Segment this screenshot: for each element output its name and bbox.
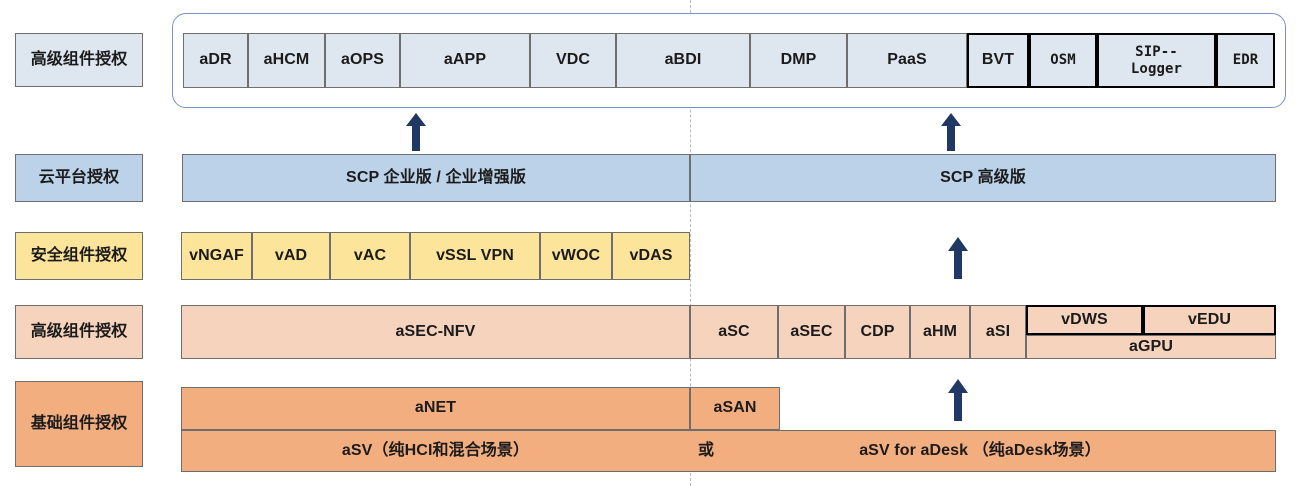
cell-vdws[interactable]: vDWS xyxy=(1026,305,1143,335)
cell-vdas[interactable]: vDAS xyxy=(612,232,690,280)
cell-asv-hci-label: aSV（纯HCI和混合场景） xyxy=(341,441,530,459)
cell-vdc[interactable]: VDC xyxy=(530,33,616,88)
cell-vac[interactable]: vAC xyxy=(330,232,410,280)
cell-asc[interactable]: aSC xyxy=(690,305,778,359)
cell-bvt[interactable]: BVT xyxy=(967,33,1029,88)
row-label-security: 安全组件授权 xyxy=(15,232,143,280)
cell-osm[interactable]: OSM xyxy=(1029,33,1097,88)
cell-asan[interactable]: aSAN xyxy=(690,387,780,430)
cell-cdp[interactable]: CDP xyxy=(845,305,910,359)
cell-asi[interactable]: aSI xyxy=(970,305,1026,359)
cell-anet[interactable]: aNET xyxy=(181,387,690,430)
cell-scp-advanced[interactable]: SCP 高级版 xyxy=(690,154,1276,202)
cell-adr[interactable]: aDR xyxy=(183,33,248,88)
cell-abdi[interactable]: aBDI xyxy=(616,33,750,88)
arrow-up-cloud-to-advanced-right xyxy=(941,113,961,151)
cell-asv-adesk-label: aSV for aDesk （纯aDesk场景） xyxy=(859,441,1101,459)
cell-sip-logger-line1: SIP-- xyxy=(1135,44,1178,61)
cell-edr[interactable]: EDR xyxy=(1216,33,1275,88)
row-label-advanced-top: 高级组件授权 xyxy=(15,33,143,87)
cell-dmp[interactable]: DMP xyxy=(750,33,847,88)
cell-vad[interactable]: vAD xyxy=(252,232,330,280)
row-label-base: 基础组件授权 xyxy=(15,381,143,467)
cell-aops[interactable]: aOPS xyxy=(325,33,400,88)
cell-asec-nfv[interactable]: aSEC-NFV xyxy=(181,305,690,359)
cell-agpu[interactable]: aGPU xyxy=(1026,335,1276,359)
cell-paas[interactable]: PaaS xyxy=(847,33,967,88)
row-label-cloud: 云平台授权 xyxy=(15,154,143,202)
row-label-advanced-bottom: 高级组件授权 xyxy=(15,305,143,359)
cell-vwoc[interactable]: vWOC xyxy=(540,232,612,280)
cell-ahcm[interactable]: aHCM xyxy=(248,33,325,88)
cell-scp-enterprise[interactable]: SCP 企业版 / 企业增强版 xyxy=(182,154,690,202)
cell-asec[interactable]: aSEC xyxy=(778,305,845,359)
arrow-up-base-to-advanced-bottom xyxy=(948,379,968,421)
cell-asv-hci[interactable] xyxy=(181,430,1276,472)
arrow-up-cloud-to-advanced-left xyxy=(406,113,426,151)
vertical-dashed-guide xyxy=(690,0,691,486)
cell-vssl-vpn[interactable]: vSSL VPN xyxy=(410,232,540,280)
cell-sip-logger-line2: Logger xyxy=(1130,60,1183,77)
cell-vedu[interactable]: vEDU xyxy=(1143,305,1276,335)
cell-sip-logger[interactable]: SIP-- Logger xyxy=(1097,33,1216,88)
cell-ahm[interactable]: aHM xyxy=(910,305,970,359)
cell-vngaf[interactable]: vNGAF xyxy=(181,232,252,280)
arrow-up-security-to-cloud xyxy=(948,237,968,279)
cell-asv-or-label: 或 xyxy=(698,441,715,459)
cell-aapp[interactable]: aAPP xyxy=(400,33,530,88)
